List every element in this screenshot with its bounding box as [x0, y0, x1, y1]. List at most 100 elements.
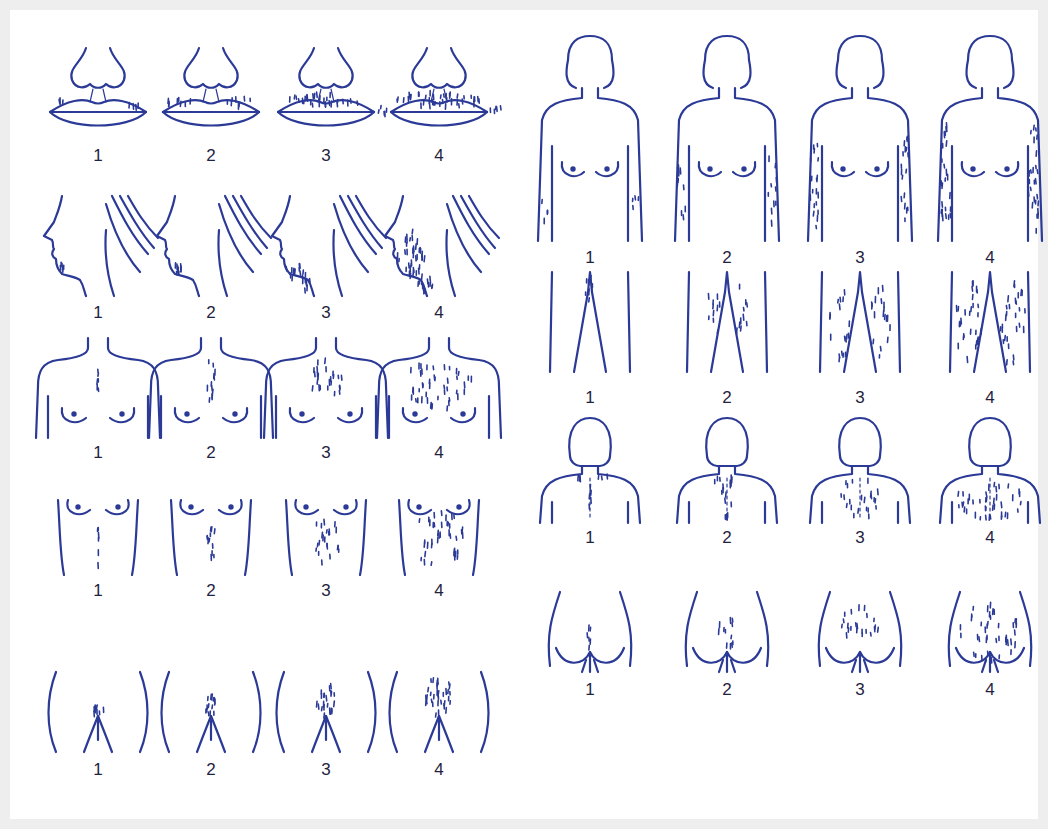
hair-stroke — [730, 644, 732, 649]
hair-stroke — [1005, 314, 1007, 320]
hair-stroke — [326, 97, 328, 100]
upper-back-figure — [677, 418, 777, 523]
hair-stroke — [1032, 168, 1034, 173]
hair-stroke — [441, 511, 443, 516]
hair-stroke — [408, 263, 410, 268]
hair-stroke — [317, 360, 319, 365]
hair-stroke — [432, 678, 434, 683]
hair-stroke — [323, 98, 325, 103]
hair-stroke — [1006, 305, 1008, 308]
hair-stroke — [210, 527, 212, 531]
hair-stroke — [312, 103, 314, 107]
hair-stroke — [972, 281, 974, 286]
hair-stroke — [311, 386, 313, 391]
hair-stroke — [309, 279, 311, 283]
grade-number: 3 — [855, 528, 864, 548]
hair-stroke — [941, 210, 943, 214]
grade-number: 2 — [206, 581, 215, 601]
hair-stroke — [478, 99, 480, 103]
hair-stroke — [96, 379, 98, 384]
hair-stroke — [425, 700, 427, 705]
hair-stroke — [175, 263, 177, 268]
hair-stroke — [386, 108, 388, 112]
hair-stroke — [227, 101, 229, 105]
hair-stroke — [337, 100, 339, 103]
arm-figure — [675, 36, 779, 241]
hair-stroke — [857, 508, 859, 513]
hair-stroke — [979, 500, 981, 503]
hair-stroke — [989, 602, 991, 608]
hair-stroke — [1035, 151, 1037, 156]
hair-stroke — [989, 612, 991, 617]
hair-stroke — [419, 249, 421, 254]
hair-stroke — [330, 684, 332, 689]
hair-stroke — [208, 360, 210, 364]
hair-stroke — [949, 213, 951, 217]
hair-stroke — [404, 250, 406, 254]
grade-number: 1 — [93, 146, 102, 166]
hair-stroke — [588, 280, 590, 285]
hair-stroke — [960, 625, 962, 630]
hair-stroke — [437, 396, 439, 399]
hair-stroke — [208, 712, 210, 715]
hair-stroke — [1034, 180, 1036, 184]
grade-number: 1 — [585, 248, 594, 268]
hair-stroke — [211, 694, 213, 700]
hair-stroke — [943, 132, 945, 138]
hair-stroke — [321, 707, 323, 711]
hair-stroke — [866, 507, 868, 510]
hair-stroke — [847, 628, 849, 632]
hair-stroke — [397, 253, 399, 259]
hair-stroke — [448, 530, 450, 536]
hair-stroke — [339, 386, 341, 390]
hair-stroke — [856, 624, 858, 629]
hair-stroke — [416, 255, 418, 260]
grade-number: 2 — [206, 146, 215, 166]
hair-stroke — [1014, 630, 1016, 635]
hair-stroke — [543, 218, 545, 224]
hair-stroke — [771, 220, 773, 226]
hair-stroke — [901, 169, 903, 174]
hair-stroke — [436, 683, 438, 689]
hair-stroke — [815, 225, 817, 228]
lower-abdomen-figure — [390, 672, 489, 752]
hair-stroke — [770, 184, 772, 187]
hair-stroke — [285, 267, 287, 271]
hair-stroke — [904, 147, 906, 152]
hair-stroke — [447, 378, 449, 383]
hair-stroke — [874, 312, 876, 318]
hair-stroke — [995, 487, 997, 492]
hair-stroke — [347, 100, 349, 106]
hair-stroke — [411, 236, 413, 241]
hair-stroke — [993, 498, 995, 503]
hair-stroke — [980, 622, 982, 626]
hair-stroke — [632, 206, 634, 210]
panel — [10, 10, 1038, 819]
hair-stroke — [773, 201, 775, 207]
hair-stroke — [943, 164, 945, 168]
hair-stroke — [1020, 502, 1022, 505]
hair-stroke — [904, 203, 906, 209]
hair-stroke — [986, 496, 988, 501]
hair-stroke — [439, 532, 441, 537]
hair-stroke — [448, 682, 450, 685]
hair-stroke — [430, 692, 432, 695]
hair-stroke — [1010, 639, 1012, 645]
hair-stroke — [962, 502, 964, 506]
hair-stroke — [968, 494, 970, 500]
hair-stroke — [449, 367, 451, 370]
hair-stroke — [900, 197, 902, 202]
hair-stroke — [768, 156, 770, 162]
hair-stroke — [1028, 180, 1030, 184]
hair-stroke — [731, 477, 733, 483]
hair-stroke — [212, 544, 214, 548]
hair-stroke — [906, 138, 908, 142]
hair-stroke — [319, 96, 321, 101]
hair-stroke — [445, 104, 447, 109]
hair-stroke — [405, 267, 407, 271]
hair-stroke — [417, 282, 419, 287]
hair-stroke — [588, 645, 590, 650]
hair-stroke — [430, 679, 432, 683]
hair-stroke — [293, 268, 295, 274]
hair-stroke — [428, 517, 430, 522]
